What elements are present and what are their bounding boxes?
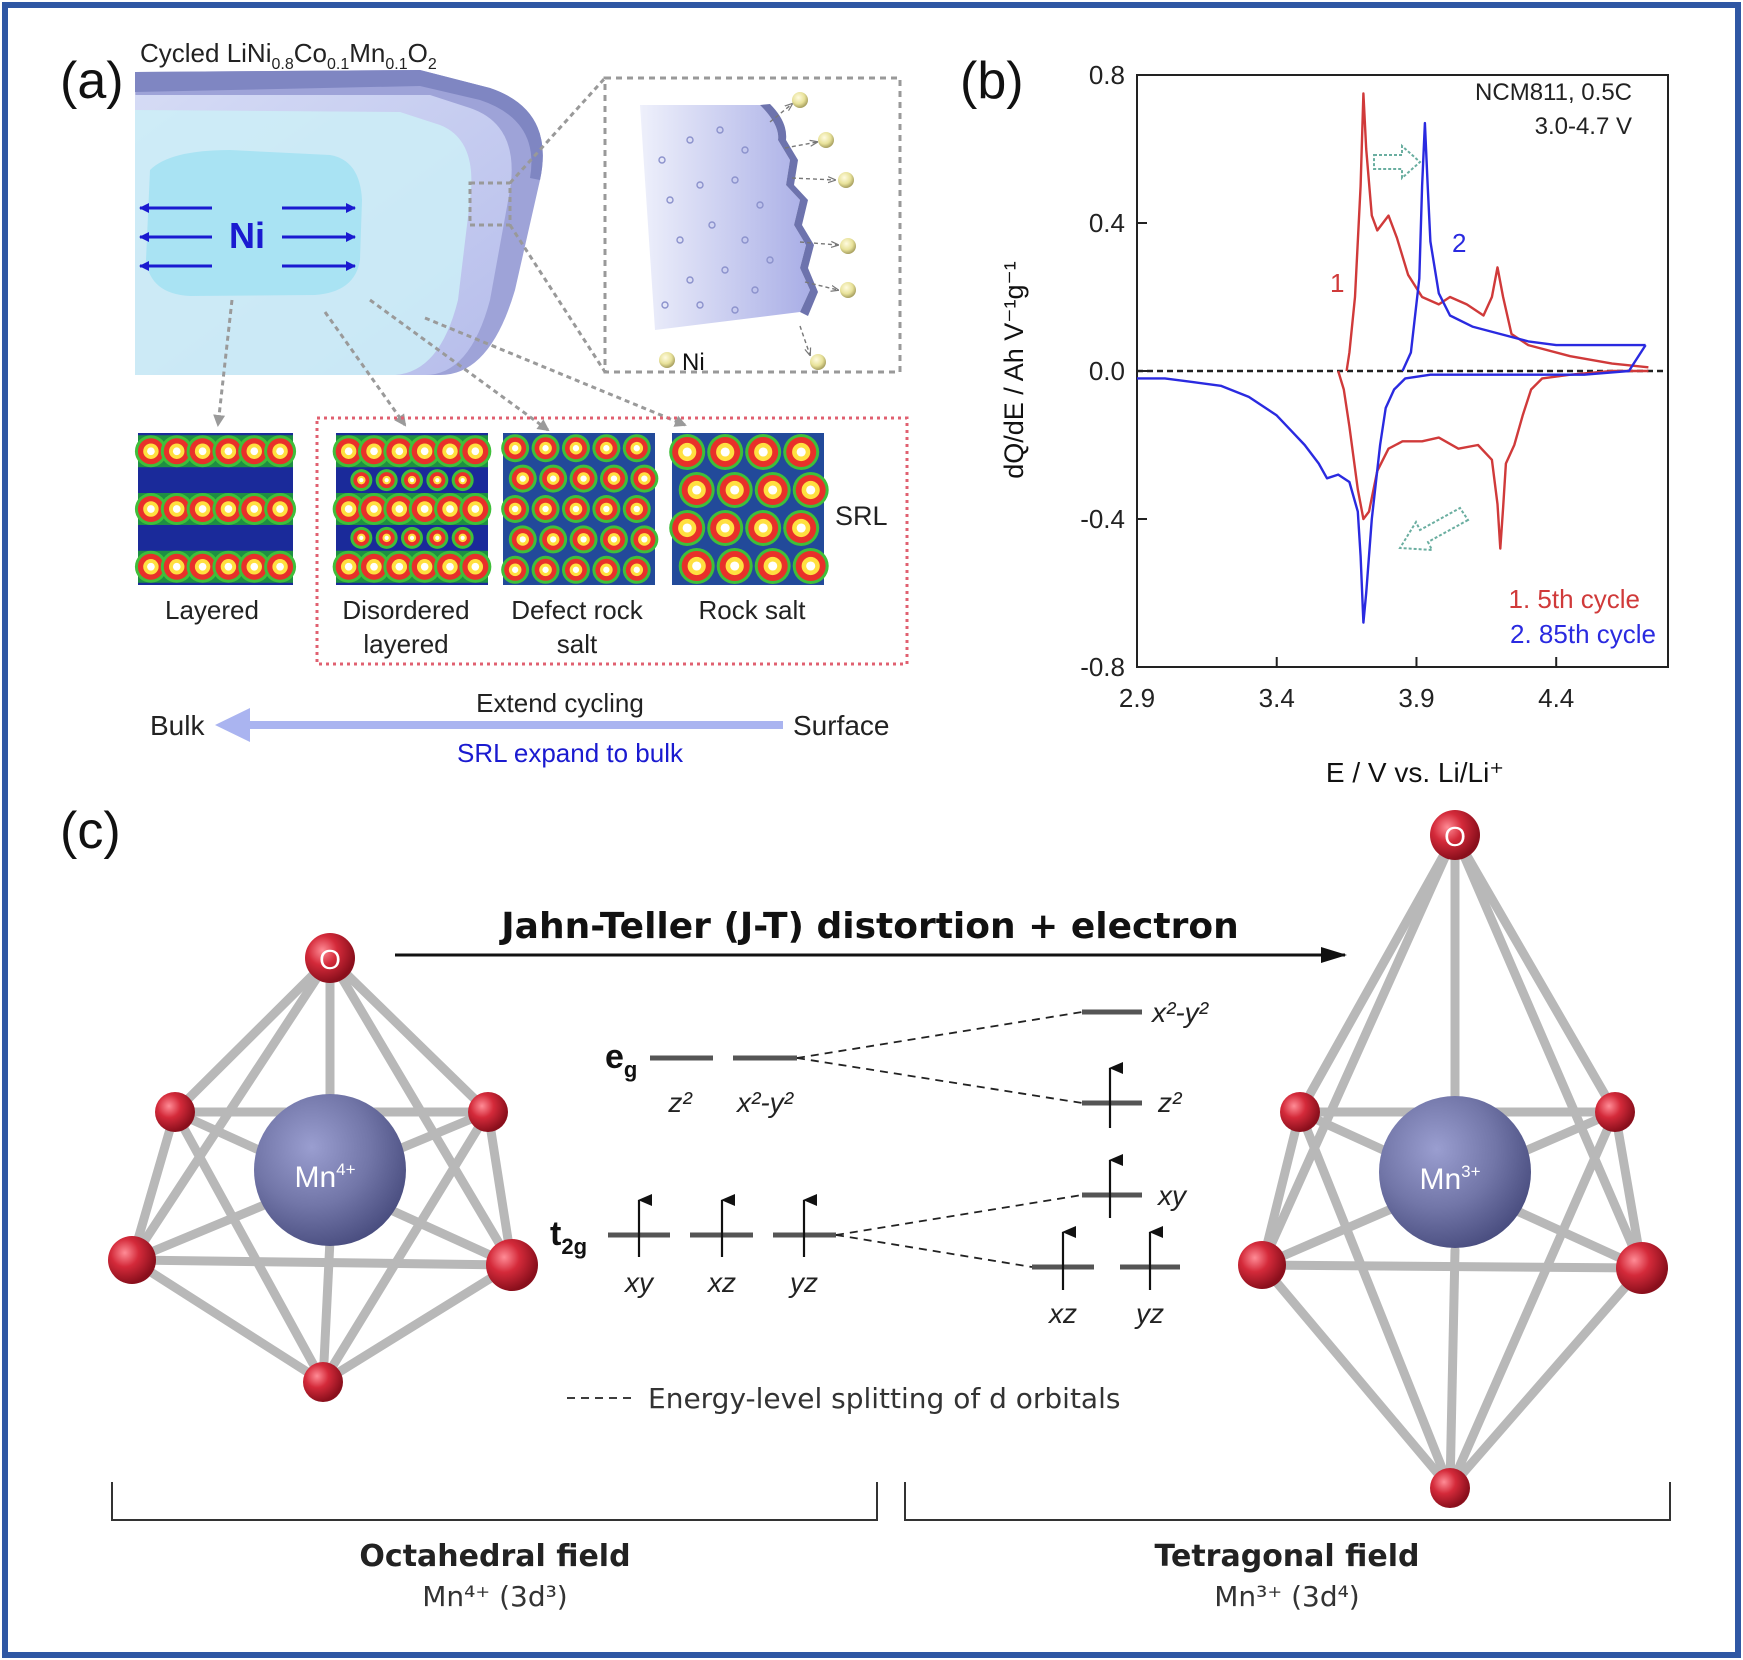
stem-image-rock-salt bbox=[669, 433, 829, 585]
surface-label: Surface bbox=[793, 710, 890, 741]
curve-label-1: 1 bbox=[1330, 268, 1344, 298]
srl-label: SRL bbox=[835, 501, 888, 531]
energy-level-diagram bbox=[608, 1009, 1180, 1290]
stem-image-label: Layered bbox=[165, 595, 259, 625]
y-tick-label: -0.4 bbox=[1080, 504, 1125, 534]
bracket-right bbox=[904, 1482, 1671, 1521]
stem-image-label: salt bbox=[557, 629, 598, 659]
panel-c: (c) Jahn-Teller (J-T) distortion + elect… bbox=[60, 802, 1671, 1613]
orbital-xz-left: xz bbox=[706, 1267, 736, 1298]
bracket-left bbox=[111, 1482, 878, 1521]
panel-b: (b) 0.8 0.4 0.0 -0.4 -0.82.9 3.4 3.9 4.4 NCM811… bbox=[960, 52, 1669, 788]
x-tick-label: 3.9 bbox=[1398, 683, 1434, 713]
panel-b-label: (b) bbox=[960, 52, 1024, 110]
y-tick-label: 0.4 bbox=[1089, 208, 1125, 238]
panel-c-label: (c) bbox=[60, 802, 121, 860]
ni-migration-arrows bbox=[139, 203, 356, 271]
orbital-yz-right: yz bbox=[1134, 1298, 1164, 1329]
particle-cross-section bbox=[135, 70, 543, 375]
panel-a-label: (a) bbox=[60, 52, 124, 110]
octahedral-field-title: Octahedral field bbox=[359, 1539, 630, 1574]
oxygen-label-left: O bbox=[319, 944, 341, 975]
y-tick-label: -0.8 bbox=[1080, 652, 1125, 682]
mn3-label: Mn3+ bbox=[1419, 1162, 1480, 1196]
x-tick-label: 4.4 bbox=[1538, 683, 1574, 713]
orbital-xy-left: xy bbox=[623, 1267, 655, 1298]
orbital-z2-left: z² bbox=[667, 1087, 693, 1118]
octahedron-left bbox=[108, 933, 538, 1402]
x-tick-label: 3.4 bbox=[1259, 683, 1295, 713]
oxygen-label-right: O bbox=[1444, 821, 1466, 852]
orbital-x2y2-left: x²-y² bbox=[735, 1087, 795, 1118]
stem-image-label: Defect rock bbox=[511, 595, 643, 625]
dqde-chart: 0.8 0.4 0.0 -0.4 -0.82.9 3.4 3.9 4.4 bbox=[1080, 60, 1669, 713]
stem-images: Layered Disordered layered Defect rock salt R… bbox=[134, 433, 829, 659]
srl-region-box bbox=[315, 416, 909, 666]
panel-a-title: Cycled LiNi0.8Co0.1Mn0.1O2 bbox=[140, 38, 437, 73]
jahn-teller-title: Jahn-Teller (J-T) distortion + electron bbox=[498, 906, 1238, 947]
bulk-direction-arrowhead bbox=[215, 708, 250, 742]
stem-image-label: Rock salt bbox=[699, 595, 807, 625]
tetragonal-field-title: Tetragonal field bbox=[1155, 1539, 1420, 1574]
y-axis-label: dQ/dE / Ah V⁻¹g⁻¹ bbox=[999, 261, 1029, 479]
curve-label-2: 2 bbox=[1452, 228, 1466, 258]
bulk-label: Bulk bbox=[150, 710, 205, 741]
splitting-legend-text: Energy-level splitting of d orbitals bbox=[648, 1382, 1120, 1415]
legend-entry-85th-cycle: 2. 85th cycle bbox=[1510, 619, 1656, 649]
region-pointers bbox=[213, 298, 687, 432]
stem-image-label: Disordered bbox=[342, 595, 469, 625]
stem-image-disordered-layered bbox=[332, 433, 492, 585]
stem-image-defect-rock-salt bbox=[501, 433, 659, 585]
orbital-x2y2-right: x²-y² bbox=[1150, 997, 1210, 1028]
y-tick-label: 0.8 bbox=[1089, 60, 1125, 90]
x-tick-label: 2.9 bbox=[1119, 683, 1155, 713]
series-2-discharge-line bbox=[1137, 344, 1647, 624]
chart-annotation-line-1: NCM811, 0.5C bbox=[1475, 79, 1632, 106]
octahedral-field-subtitle: Mn⁴⁺ (3d³) bbox=[422, 1580, 567, 1613]
orbital-xz-right: xz bbox=[1047, 1298, 1077, 1329]
inset-ni-legend: Ni bbox=[682, 349, 705, 376]
zoom-line-bottom bbox=[508, 224, 607, 373]
x-axis-label: E / V vs. Li/Li⁺ bbox=[1326, 757, 1504, 788]
series-1-charge-line bbox=[1345, 92, 1649, 372]
octahedron-right bbox=[1238, 810, 1668, 1508]
zoom-region-marker bbox=[468, 181, 512, 227]
shift-arrow-discharge-outline bbox=[1398, 506, 1470, 552]
tetragonal-field-subtitle: Mn³⁺ (3d⁴) bbox=[1214, 1580, 1359, 1613]
core-ni-label: Ni bbox=[229, 215, 265, 256]
orbital-yz-left: yz bbox=[788, 1267, 818, 1298]
srl-expand-label: SRL expand to bulk bbox=[457, 738, 684, 768]
t2g-label: t2g bbox=[550, 1215, 587, 1259]
zoom-line-top bbox=[508, 76, 607, 185]
series-2-charge-line bbox=[1401, 121, 1646, 372]
eg-label: eg bbox=[605, 1038, 637, 1082]
series-1-discharge-line bbox=[1337, 369, 1649, 550]
panel-a: (a) Cycled LiNi0.8Co0.1Mn0.1O2 Ni bbox=[60, 38, 909, 768]
y-tick-label: 0.0 bbox=[1089, 356, 1125, 386]
surface-inset bbox=[640, 92, 856, 370]
shift-arrow-charge bbox=[1373, 143, 1422, 181]
chart-annotation-line-2: 3.0-4.7 V bbox=[1535, 113, 1632, 140]
legend-entry-5th-cycle: 1. 5th cycle bbox=[1508, 584, 1640, 614]
stem-image-layered bbox=[134, 433, 297, 585]
mn4-label: Mn4+ bbox=[294, 1160, 355, 1194]
extend-cycling-label: Extend cycling bbox=[476, 688, 644, 718]
orbital-xy-right: xy bbox=[1156, 1180, 1188, 1211]
stem-image-label: layered bbox=[363, 629, 448, 659]
orbital-z2-right: z² bbox=[1157, 1087, 1183, 1118]
